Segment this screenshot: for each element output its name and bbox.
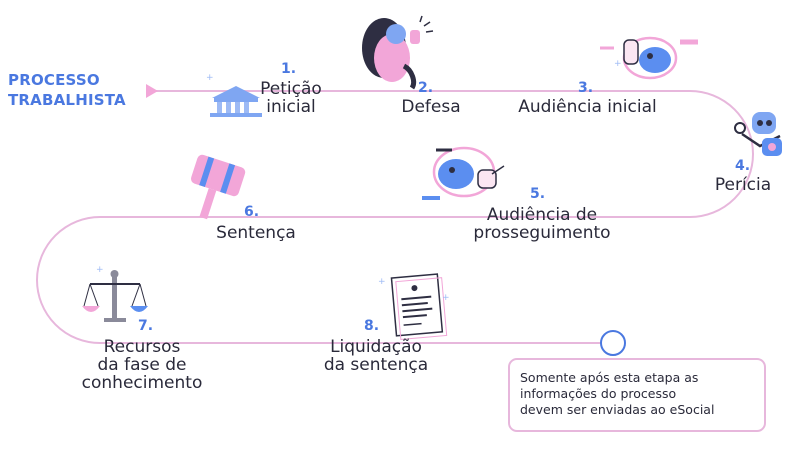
step-3-label-line-1: Audiência inicial [518, 97, 657, 117]
step-8-label: Liquidação da sentença [315, 338, 437, 374]
hand-pointing-icon [422, 146, 505, 200]
step-4-label-line-1: Perícia [714, 175, 772, 195]
esocial-note-box: Somente após esta etapa as informações d… [508, 358, 766, 432]
step-6-label: Sentença [206, 224, 306, 242]
step-1-label: Petição inicial [246, 80, 336, 116]
step-1-label-line-1: Petição [260, 79, 322, 99]
svg-text:+: + [614, 59, 622, 69]
title-line-2: TRABALHISTA [8, 91, 126, 109]
note-line-2: informações do processo [520, 386, 677, 401]
woman-pointing-icon [362, 15, 434, 90]
step-7-number: 7. [138, 318, 154, 334]
step-4-number: 4. [735, 158, 751, 174]
end-marker-icon [600, 330, 626, 356]
courthouse-icon: + [206, 73, 262, 117]
step-1-label-line-2: inicial [266, 97, 316, 117]
step-3-number: 3. [578, 80, 594, 96]
step-8-number: 8. [364, 318, 380, 334]
svg-text:+: + [96, 265, 104, 275]
start-arrow-icon [146, 84, 158, 98]
step-7-label-line-2: da fase de [97, 355, 187, 375]
step-2-label: Defesa [385, 98, 477, 116]
step-7-label: Recursos da fase de conhecimento [72, 338, 212, 392]
step-8-label-line-2: da sentença [323, 355, 429, 375]
title-line-1: PROCESSO [8, 71, 100, 89]
gavel-icon [190, 154, 246, 220]
svg-text:+: + [442, 293, 450, 303]
svg-text:+: + [378, 277, 386, 287]
step-6-label-line-1: Sentença [216, 223, 296, 243]
man-with-tools-icon [734, 112, 782, 156]
step-5-label-line-2: prosseguimento [473, 223, 611, 243]
step-8-label-line-1: Liquidação [330, 337, 422, 357]
svg-text:+: + [206, 73, 214, 83]
step-5-label-line-1: Audiência de [486, 205, 598, 225]
step-5-number: 5. [530, 186, 546, 202]
step-5-label: Audiência de prosseguimento [462, 206, 622, 242]
step-4-label: Perícia [700, 176, 786, 194]
note-line-3: devem ser enviadas ao eSocial [520, 402, 715, 417]
step-2-number: 2. [418, 80, 434, 96]
flow-path [36, 90, 754, 344]
scales-icon: + [82, 265, 148, 322]
note-line-1: Somente após esta etapa as [520, 370, 699, 385]
step-6-number: 6. [244, 204, 260, 220]
step-7-label-line-1: Recursos [103, 337, 181, 357]
finger-pointing-icon: + [600, 36, 698, 80]
document-icon: + + [378, 273, 450, 340]
step-3-label: Audiência inicial [505, 98, 670, 116]
step-1-number: 1. [281, 61, 297, 77]
step-2-label-line-1: Defesa [401, 97, 461, 117]
step-7-label-line-3: conhecimento [81, 373, 203, 393]
diagram-title: PROCESSO TRABALHISTA [8, 70, 126, 110]
